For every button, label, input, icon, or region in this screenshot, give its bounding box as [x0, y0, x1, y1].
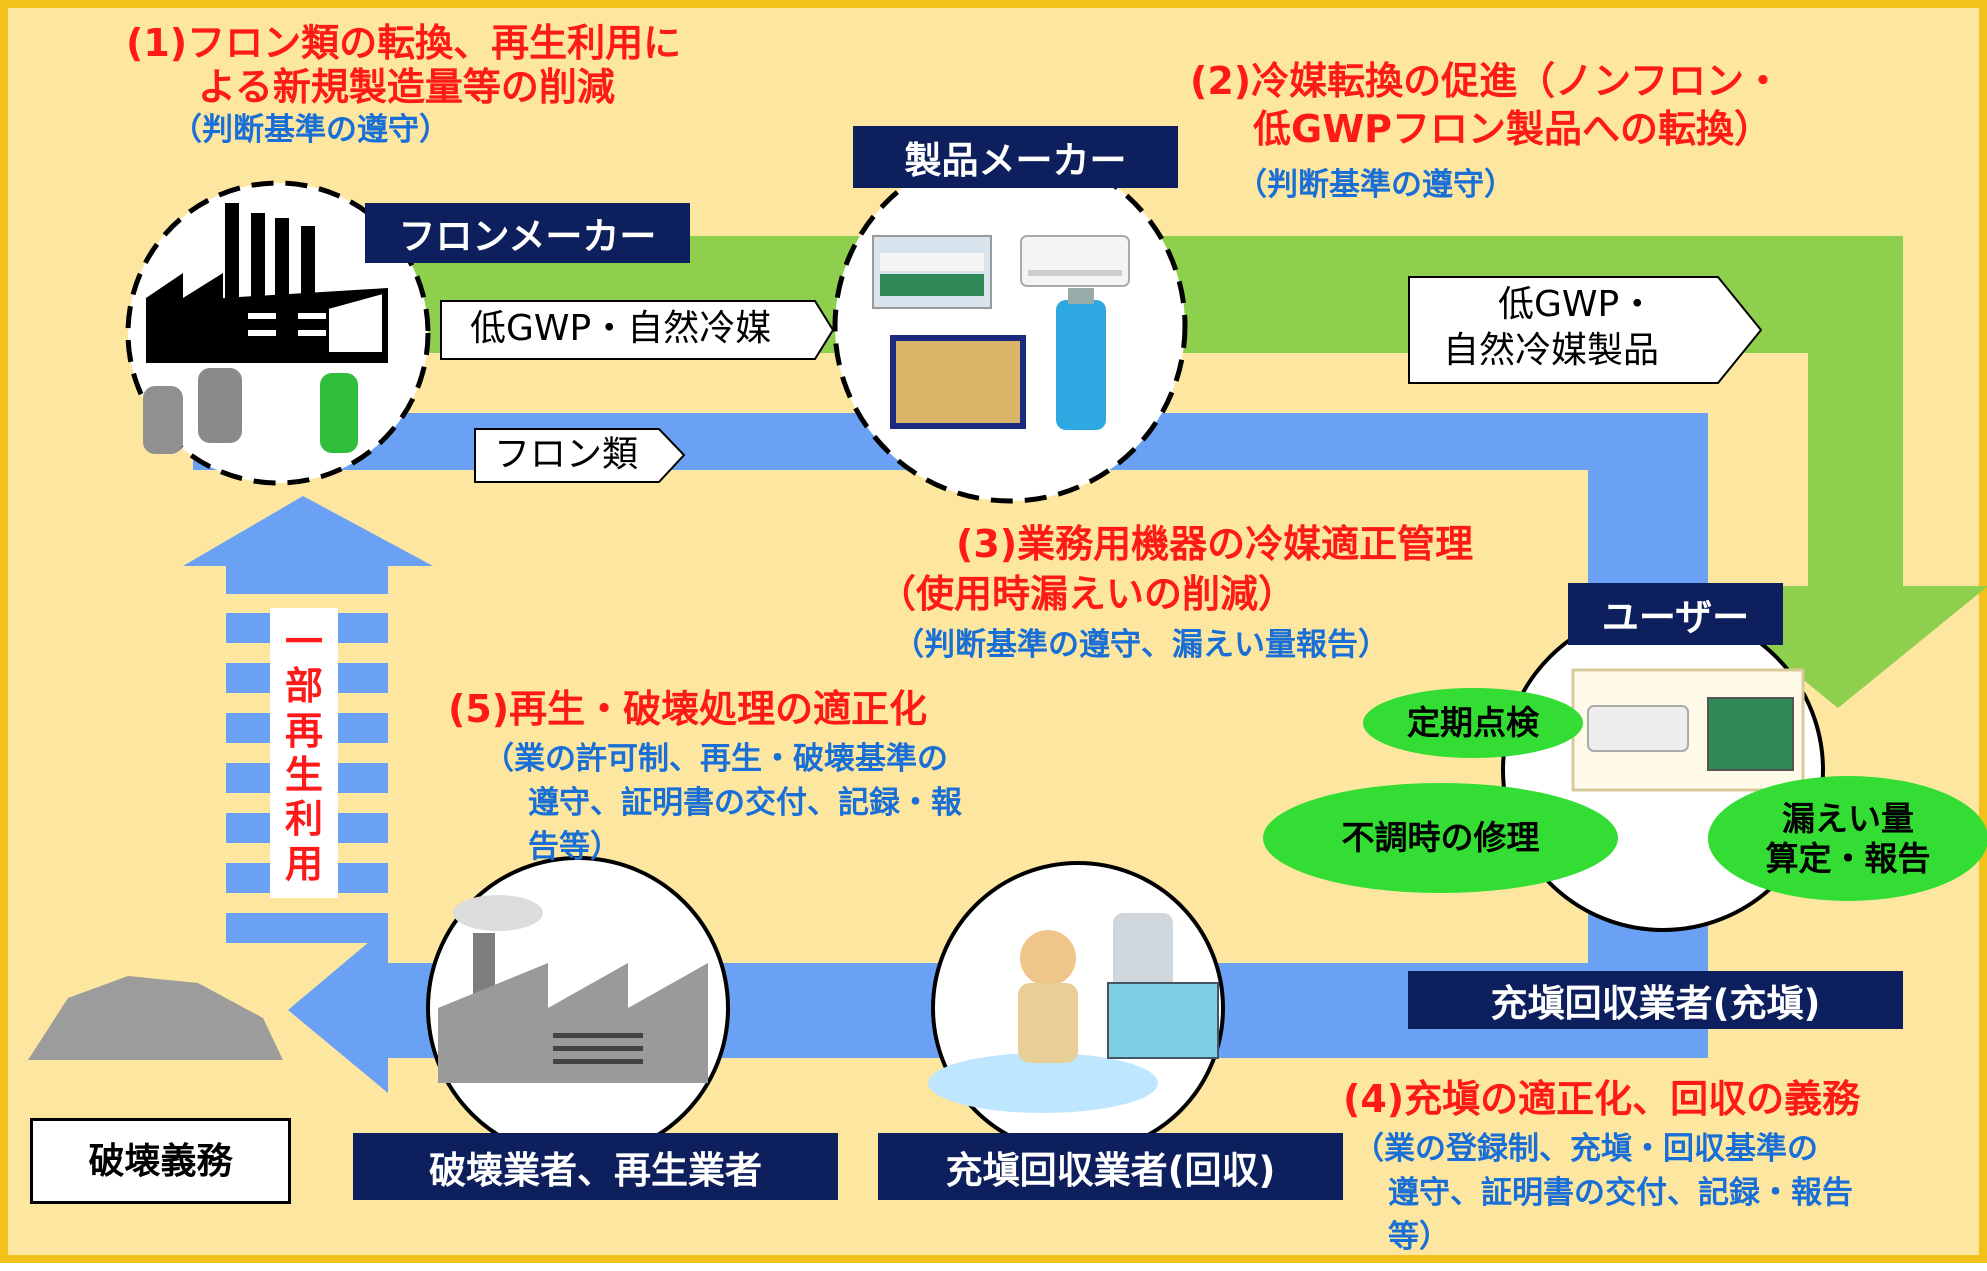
leak-report-pill: 漏えい量 算定・報告: [1708, 776, 1987, 901]
recycle-char-2: 部: [284, 664, 323, 709]
factory-icon: [146, 203, 388, 363]
item4-sub-line1: （業の登録制、充塡・回収基準の: [1353, 1131, 1818, 1167]
gas-cylinder-icon: [143, 368, 358, 454]
recycle-char-1: 一: [284, 619, 323, 664]
item4-sub-line2: 遵守、証明書の交付、記録・報告: [1388, 1175, 1853, 1211]
showcase-image: [872, 235, 992, 309]
product-maker-label: 製品メーカー: [853, 126, 1178, 188]
low-gwp-products-tag: [1408, 276, 1763, 384]
recovery-machine-icon: [1107, 913, 1219, 1059]
user-ac-icon: [1587, 705, 1689, 752]
air-conditioner-image: [1020, 235, 1130, 287]
item3-subtitle: （判断基準の遵守、漏えい量報告）: [893, 627, 1389, 663]
partial-recycle-label: 一 部 再 生 利 用: [270, 608, 338, 898]
inspection-pill: 定期点検: [1363, 688, 1583, 758]
leak-report-line2: 算定・報告: [1765, 838, 1931, 878]
item3-title-line1: (3)業務用機器の冷媒適正管理: [956, 522, 1474, 566]
item5-sub-line2: 遵守、証明書の交付、記録・報: [528, 785, 962, 821]
product-maker-circle: [832, 148, 1188, 504]
freon-maker-label: フロンメーカー: [365, 203, 690, 263]
worker-floor-shadow: [928, 1053, 1158, 1113]
insulation-foam-image: [890, 335, 1026, 429]
repair-pill: 不調時の修理: [1263, 783, 1618, 893]
item1-subtitle: （判断基準の遵守）: [171, 112, 450, 148]
low-gwp-flow-label: 低GWP・自然冷媒: [470, 308, 772, 349]
freon-flow-label: フロン類: [494, 434, 639, 475]
item4-sub-line3: 等）: [1388, 1219, 1450, 1255]
item1-title-line2: よる新規製造量等の削減: [198, 65, 615, 109]
item5-sub-line3: 告等）: [528, 829, 621, 865]
item1-title-line1: (1)フロン類の転換、再生利用に: [126, 21, 682, 65]
recycling-plant-icon: [438, 895, 708, 1083]
item2-title-line1: (2)冷媒転換の促進（ノンフロン・: [1190, 59, 1783, 103]
item5-title: (5)再生・破壊処理の適正化: [448, 687, 928, 731]
leak-report-line1: 漏えい量: [1782, 798, 1914, 838]
flow-graphics: [28, 148, 1987, 1160]
spray-can-image: [1056, 288, 1106, 430]
recycle-char-4: 生: [284, 753, 323, 797]
item5-sub-line1: （業の許可制、再生・破壊基準の: [483, 741, 948, 777]
freon-flow-tag: [474, 428, 686, 483]
recycle-char-5: 利: [284, 797, 323, 842]
rubble-pile-icon: [28, 976, 283, 1060]
destruction-duty-box: 破壊義務: [30, 1118, 291, 1204]
recycle-char-3: 再: [284, 708, 323, 753]
filling-recovery-fill-label: 充塡回収業者(充塡): [1408, 971, 1903, 1029]
item3-title-line2: （使用時漏えいの削減）: [878, 572, 1297, 616]
user-label: ユーザー: [1568, 583, 1783, 645]
recycle-char-6: 用: [284, 841, 323, 886]
recovery-label: 充塡回収業者(回収): [878, 1133, 1343, 1200]
low-gwp-products-line1: 低GWP・: [1498, 284, 1656, 325]
item2-subtitle: （判断基準の遵守）: [1236, 167, 1515, 203]
item4-title: (4)充塡の適正化、回収の義務: [1343, 1077, 1861, 1121]
low-gwp-products-line2: 自然冷媒製品: [1443, 330, 1660, 371]
destroyer-recycler-label: 破壊業者、再生業者: [353, 1133, 838, 1200]
low-gwp-flow-tag: [440, 300, 835, 360]
user-showcase-icon: [1707, 697, 1794, 771]
item2-title-line2: 低GWPフロン製品への転換）: [1253, 107, 1772, 151]
recovery-worker-icon: [1018, 930, 1078, 1063]
